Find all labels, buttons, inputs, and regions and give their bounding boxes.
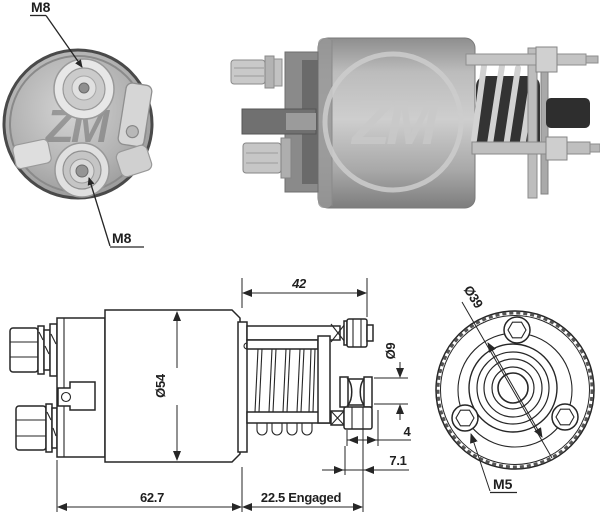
m8-label-bottom: M8: [87, 177, 144, 248]
dim-62-7: 62.7: [56, 460, 243, 512]
svg-text:ZM: ZM: [350, 89, 439, 158]
mounting-stud-top: [465, 46, 599, 73]
end-view-photo-panel: ZM: [0, 0, 170, 260]
dim-dia54: Ø54: [153, 311, 181, 461]
mounting-stud-bottom: [471, 136, 600, 161]
terminal-bolt-top-drawing: [9, 323, 58, 377]
front-view-drawing-panel: Ø39 M5: [425, 260, 600, 516]
mounting-hole-right: [551, 403, 579, 431]
svg-text:Ø9: Ø9: [383, 343, 398, 360]
leader-line-top: [45, 15, 83, 68]
zm-watermark-photo: ZM: [322, 51, 464, 193]
svg-text:22.5 Engaged: 22.5 Engaged: [261, 490, 342, 505]
mounting-hole-top: [503, 316, 531, 344]
svg-text:4: 4: [404, 424, 412, 439]
return-spring-drawing: [246, 339, 331, 436]
terminal-boss-bottom: [54, 142, 110, 198]
svg-text:M8: M8: [112, 230, 132, 246]
terminal-bolt-bottom: [242, 137, 292, 179]
terminal-boss-top: [53, 58, 115, 120]
leader-line-bottom: [87, 177, 111, 247]
side-view-photo-panel: ZM: [228, 30, 600, 220]
terminal-bolt-top: [230, 55, 283, 89]
concentric-bores: [468, 343, 558, 433]
svg-text:Ø54: Ø54: [153, 373, 168, 398]
m5-label: M5: [470, 433, 517, 494]
dim-42: 42: [241, 276, 368, 317]
dim-22-5-engaged: 22.5 Engaged: [242, 490, 363, 511]
dim-4: 4: [346, 410, 412, 446]
svg-text:M5: M5: [493, 476, 513, 492]
dim-7-1: 7.1: [322, 428, 409, 512]
terminal-bolt-bottom-drawing: [15, 403, 58, 453]
side-view-drawing-panel: 42 Ø54 Ø9 4: [0, 260, 445, 516]
m5-leader: [470, 433, 491, 492]
spade-terminal: [117, 82, 153, 148]
plunger-spool: [339, 376, 373, 408]
bracket-lower-right: [115, 144, 153, 178]
m8-label-top: M8: [30, 0, 83, 68]
stop-collar: [546, 98, 590, 128]
svg-text:7.1: 7.1: [389, 453, 406, 468]
spade-terminal-drawing: [57, 381, 96, 411]
dim-dia9: Ø9: [374, 343, 408, 420]
svg-text:42: 42: [291, 276, 307, 291]
mounting-hole-bottom-left: [451, 404, 479, 432]
mounting-tab-left: [12, 138, 52, 170]
contact-plate: [317, 335, 331, 424]
spade-terminal-photo: [241, 108, 317, 135]
solenoid-body-outline: [104, 309, 241, 463]
stud-nut-top: [343, 318, 374, 348]
svg-text:M8: M8: [31, 0, 51, 15]
svg-text:62.7: 62.7: [140, 490, 164, 505]
plunger-assembly-drawing: [237, 318, 374, 453]
stud-nut-bottom: [330, 406, 373, 430]
